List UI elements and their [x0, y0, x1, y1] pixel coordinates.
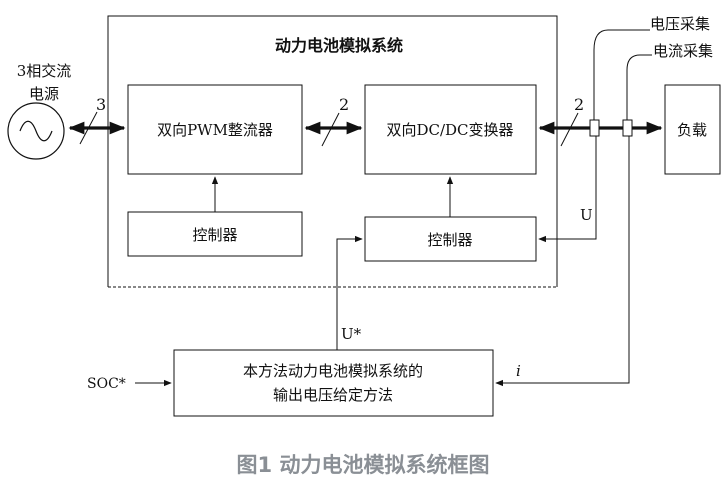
voltage-sensor-label: 电压采集 — [650, 15, 710, 33]
sine-wave-icon — [19, 120, 53, 142]
ac-source — [7, 102, 65, 160]
dc-link-count: 2 — [339, 95, 349, 114]
current-feedback-line — [495, 136, 630, 387]
figure-caption: 图1 动力电池模拟系统框图 — [237, 453, 490, 477]
method-label-line1: 本方法动力电池模拟系统的 — [243, 362, 423, 380]
voltage-feedback-line — [538, 136, 597, 243]
system-boundary — [107, 15, 558, 288]
voltage-sensor-leader — [593, 29, 650, 120]
rectifier-block — [127, 84, 303, 175]
voltage-feedback-label: U — [580, 206, 593, 224]
system-title: 动力电池模拟系统 — [275, 36, 403, 55]
voltage-sensor — [589, 119, 600, 137]
method-block — [173, 349, 494, 417]
voltage-reference-label: U* — [341, 325, 362, 343]
soc-input-label: SOC* — [87, 376, 126, 392]
dc-link-slash — [321, 112, 340, 147]
current-sensor — [622, 119, 633, 137]
load-label: 负载 — [677, 121, 707, 139]
source-label-line2: 电源 — [29, 85, 59, 103]
output-bus-count: 2 — [574, 95, 584, 114]
current-sensor-leader — [626, 54, 652, 120]
voltage-reference-line — [336, 235, 363, 350]
dcdc-label: 双向DC/DC变换器 — [386, 121, 513, 139]
source-label-line1: 3相交流 — [17, 62, 72, 80]
current-feedback-label: i — [516, 362, 521, 380]
output-bus-slash — [560, 112, 579, 147]
right-controller-label: 控制器 — [427, 231, 472, 249]
current-sensor-label: 电流采集 — [653, 42, 713, 60]
dcdc-block — [364, 84, 537, 175]
method-label-line2: 输出电压给定方法 — [273, 386, 393, 404]
ac-bus-slash — [79, 111, 98, 145]
load-block — [664, 84, 721, 175]
left-controller-label: 控制器 — [192, 226, 237, 244]
ac-bus-count: 3 — [96, 95, 106, 114]
rectifier-label: 双向PWM整流器 — [157, 121, 273, 139]
